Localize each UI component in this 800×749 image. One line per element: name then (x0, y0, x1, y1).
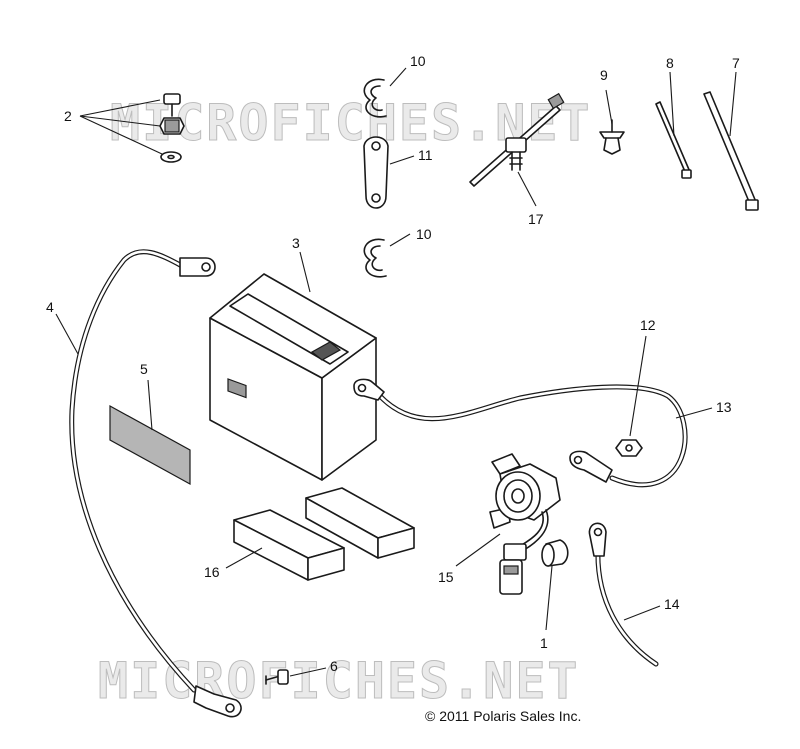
part-5-label (109, 404, 191, 486)
part-16-pads (233, 487, 415, 581)
svg-text:9: 9 (600, 67, 608, 83)
part-3-battery (209, 273, 377, 481)
svg-text:16: 16 (204, 564, 220, 580)
callout-3: 3 (292, 235, 311, 293)
svg-text:17: 17 (528, 211, 544, 227)
callout-17: 17 (517, 171, 544, 227)
part-10-clip-upper (363, 78, 387, 118)
svg-text:6: 6 (330, 658, 338, 674)
callout-14: 14 (623, 596, 680, 621)
callout-6: 6 (289, 658, 338, 677)
svg-text:10: 10 (416, 226, 432, 242)
callout-2: 2 (64, 99, 163, 155)
part-6-screw (265, 669, 289, 685)
svg-text:11: 11 (418, 147, 433, 163)
callout-15: 15 (438, 533, 501, 585)
svg-text:1: 1 (540, 635, 548, 651)
part-13-cable (353, 378, 688, 488)
part-11-strap (363, 136, 389, 209)
svg-text:7: 7 (732, 55, 740, 71)
callout-10-upper: 10 (389, 53, 426, 87)
part-1-nut (541, 539, 569, 567)
svg-text:8: 8 (666, 55, 674, 71)
part-15-relay (489, 453, 561, 595)
callout-1: 1 (540, 565, 553, 651)
svg-text:2: 2 (64, 108, 72, 124)
callout-13: 13 (675, 399, 732, 419)
part-14-cable (588, 522, 659, 667)
callout-9: 9 (600, 67, 613, 125)
svg-text:13: 13 (716, 399, 732, 415)
part-9-push-rivet (599, 119, 625, 155)
callout-7: 7 (729, 55, 740, 137)
part-4-cable (69, 249, 242, 718)
callout-5: 5 (140, 361, 153, 431)
watermark-top: MICROFICHES.NET (110, 94, 592, 152)
svg-text:10: 10 (410, 53, 426, 69)
part-12-nut (615, 439, 643, 457)
callout-4: 4 (46, 299, 79, 355)
svg-text:15: 15 (438, 569, 454, 585)
part-7-tie-strap (703, 91, 759, 211)
svg-text:4: 4 (46, 299, 54, 315)
svg-text:5: 5 (140, 361, 148, 377)
svg-text:14: 14 (664, 596, 680, 612)
watermark-bottom: MICROFICHES.NET (98, 652, 580, 710)
callout-16: 16 (204, 547, 263, 580)
svg-text:3: 3 (292, 235, 300, 251)
svg-text:12: 12 (640, 317, 656, 333)
callout-12: 12 (629, 317, 656, 437)
part-2-bolt-nut-washer (159, 93, 185, 163)
copyright-notice: © 2011 Polaris Sales Inc. (425, 708, 582, 724)
part-17-tie-clip (469, 92, 565, 187)
callout-10-lower: 10 (389, 226, 432, 247)
part-10-clip-lower (363, 238, 387, 278)
part-8-tie-strap (655, 101, 692, 179)
callout-11: 11 (389, 147, 433, 165)
callout-8: 8 (666, 55, 675, 137)
